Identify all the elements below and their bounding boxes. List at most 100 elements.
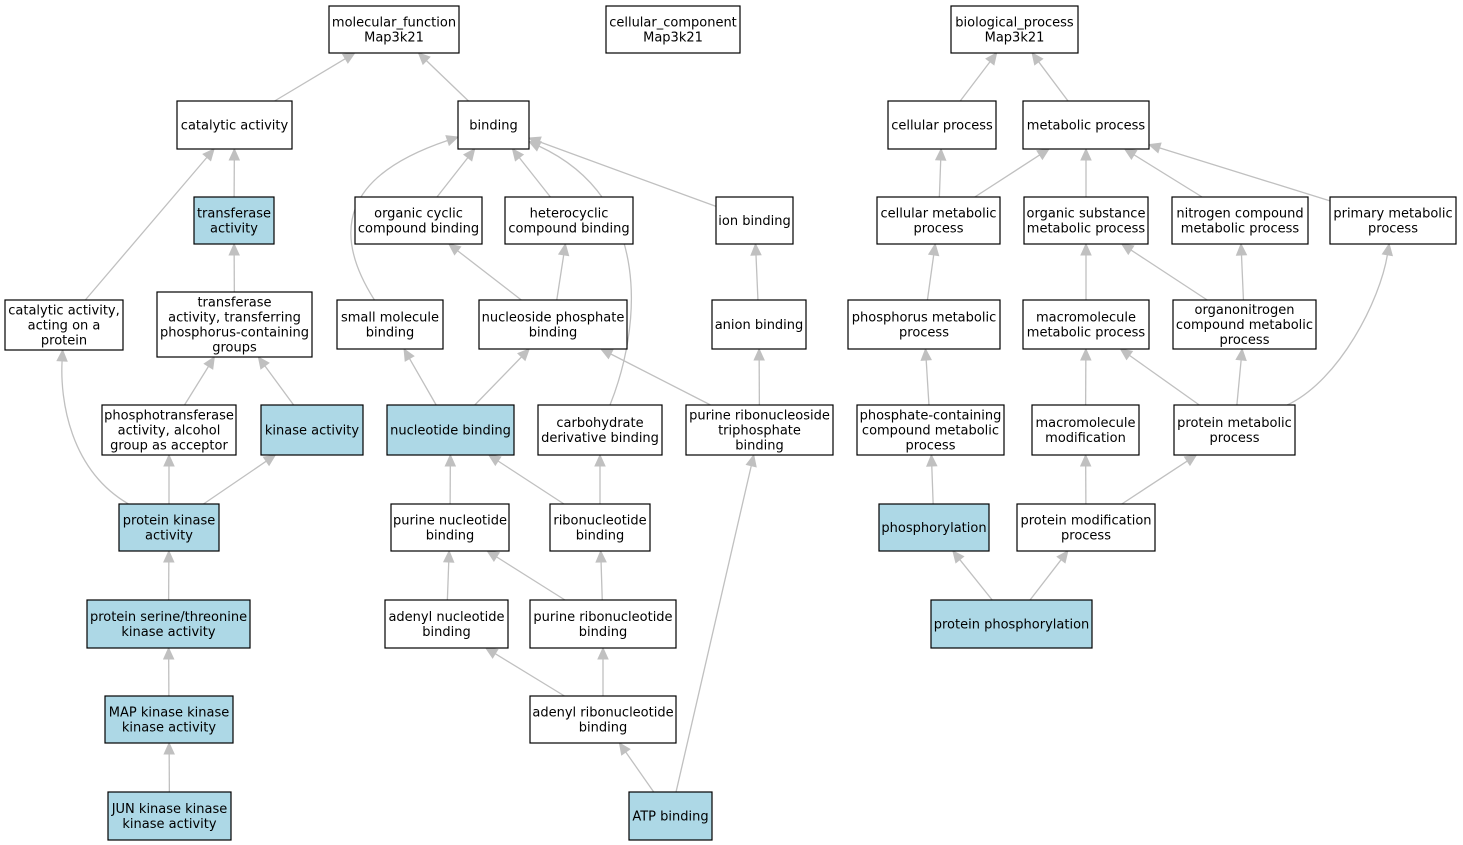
edge-organonit-to-orgsub — [1120, 243, 1208, 301]
node-label-line: metabolic process — [1181, 222, 1300, 237]
edge-line — [436, 157, 469, 198]
edge-line — [925, 359, 930, 406]
arrowhead — [341, 52, 356, 64]
edge-atp-to-purtri — [675, 453, 757, 793]
node-label-line: compound metabolic — [1176, 318, 1313, 333]
edge-macrometa-to-orgsub — [1080, 242, 1092, 300]
node-label-line: phosphotransferase — [104, 409, 234, 424]
arrowhead — [1079, 453, 1092, 467]
node-label-line: compound binding — [358, 222, 479, 237]
node-label-line: purine ribonucleotide — [533, 610, 672, 625]
node-box — [856, 404, 1005, 456]
node-label-line: kinase activity — [121, 625, 215, 640]
node-label-line: phosphorus-containing — [160, 326, 309, 341]
node-box — [887, 100, 997, 150]
arrowhead — [750, 242, 762, 256]
go-term-node-protphos[interactable]: protein phosphorylation — [930, 599, 1093, 649]
node-label-line: JUN kinase kinase — [111, 802, 228, 817]
edge-atp-to-adenylribo — [618, 742, 655, 793]
edge-line — [1133, 154, 1203, 198]
arrowhead — [1381, 242, 1394, 257]
node-label-line: process — [1061, 529, 1111, 544]
go-term-node-nucbind[interactable]: nucleotide binding — [386, 404, 515, 456]
go-term-node-phosphorylation[interactable]: phosphorylation — [878, 503, 990, 552]
node-label-line: phosphorylation — [881, 521, 986, 536]
node-label-line: organic substance — [1027, 207, 1146, 222]
edge-protmeta-to-macrometa — [1119, 348, 1200, 406]
node-box — [529, 695, 677, 744]
node-box — [457, 100, 530, 150]
edge-line — [183, 366, 210, 406]
node-label-line: phosphorus metabolic — [852, 311, 996, 326]
arrowhead — [163, 741, 175, 755]
node-label-line: ATP binding — [632, 810, 708, 825]
go-term-node-atp[interactable]: ATP binding — [628, 791, 713, 841]
node-label-line: kinase activity — [265, 424, 359, 439]
go-term-node-kinase[interactable]: kinase activity — [260, 404, 364, 456]
go-term-node-catalytic[interactable]: catalytic activity — [176, 100, 293, 150]
edge-macromod-to-macrometa — [1080, 347, 1092, 406]
node-label-line: purine ribonucleoside — [689, 409, 830, 424]
node-label-line: modification — [1045, 431, 1126, 446]
arrowhead — [527, 140, 542, 152]
arrowhead — [926, 453, 938, 467]
node-label-line: Map3k21 — [364, 31, 424, 46]
arrowhead — [1119, 348, 1134, 361]
node-label-line: organic cyclic — [374, 207, 463, 222]
go-term-node-anion[interactable]: anion binding — [711, 299, 807, 350]
node-box — [529, 599, 677, 649]
go-term-node-cellproc[interactable]: cellular process — [887, 100, 997, 150]
edge-line — [959, 559, 993, 601]
edge-protkin-to-phosphotrans — [163, 453, 175, 504]
arrowhead — [517, 348, 531, 362]
go-term-node-metaproc[interactable]: metabolic process — [1022, 100, 1150, 150]
arrowhead — [262, 454, 277, 467]
node-box — [156, 291, 313, 358]
go-term-node-binding[interactable]: binding — [457, 100, 530, 150]
node-box — [1329, 196, 1457, 245]
edge-junkkk-to-mapkkk — [163, 741, 175, 793]
node-box — [104, 695, 234, 744]
edge-line — [755, 254, 759, 301]
node-label-line: catalytic activity, — [8, 304, 120, 319]
go-term-node-ionbind[interactable]: ion binding — [715, 196, 794, 245]
node-label-line: ion binding — [718, 214, 790, 229]
node-label-line: nucleotide binding — [390, 424, 511, 439]
arrowhead — [445, 135, 460, 147]
node-label-line: adenyl nucleotide — [388, 610, 504, 625]
edge-phoscont-to-phosmeta — [920, 347, 932, 406]
